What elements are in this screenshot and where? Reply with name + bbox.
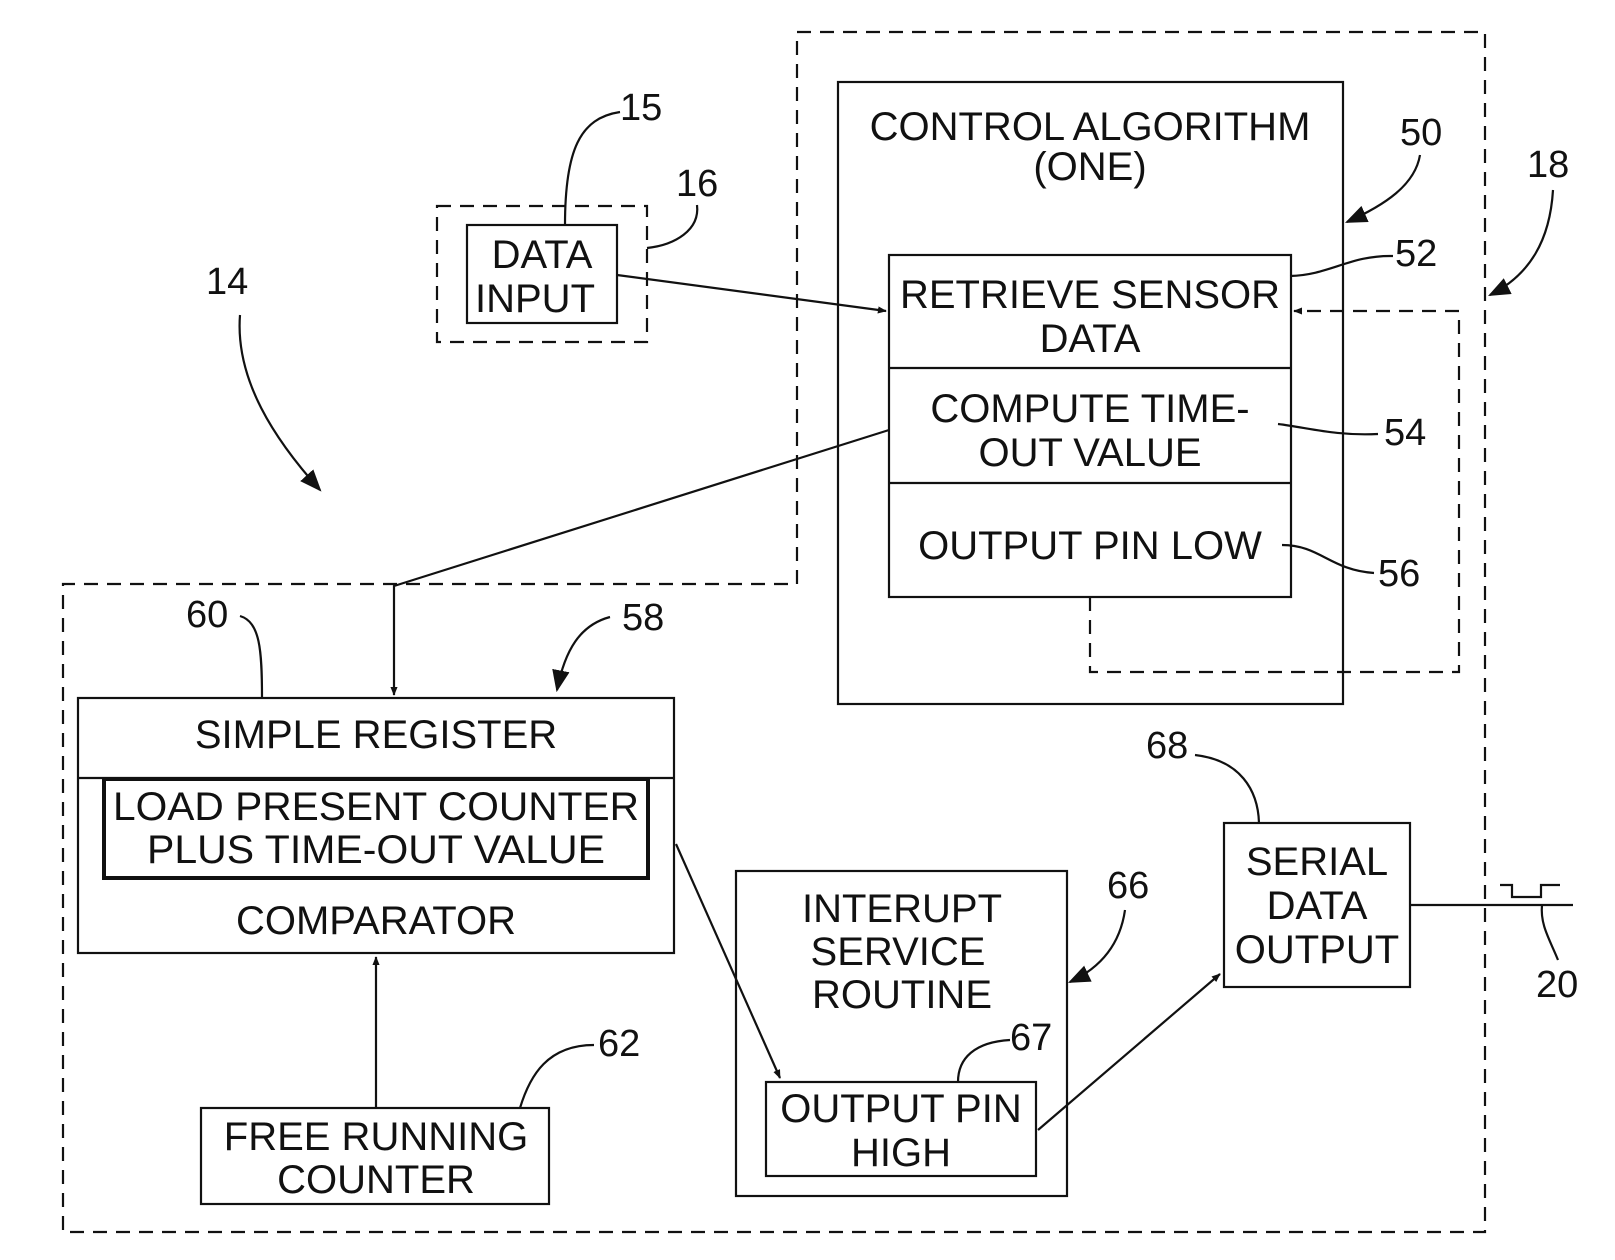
data-input-line2: INPUT (475, 277, 595, 321)
ref-50-pointer-arrow (1347, 155, 1420, 222)
serial-output-line (1410, 885, 1573, 905)
ref-16: 16 (676, 163, 718, 205)
ref-50: 50 (1400, 112, 1442, 154)
ref-56: 56 (1378, 553, 1420, 595)
load-counter-line2: PLUS TIME-OUT VALUE (147, 828, 605, 872)
simple-register-title: SIMPLE REGISTER (195, 713, 557, 757)
control-algorithm-title-line1: CONTROL ALGORITHM (870, 105, 1311, 149)
ref-66-pointer-arrow (1070, 910, 1125, 982)
ref-68: 68 (1146, 725, 1188, 767)
ref-20: 20 (1536, 964, 1578, 1006)
load-counter-line1: LOAD PRESENT COUNTER (113, 785, 639, 829)
free-running-counter-block: FREE RUNNING COUNTER (201, 1108, 549, 1204)
timeout-value-arrow (394, 430, 889, 695)
output-pin-high-line2: HIGH (851, 1131, 951, 1175)
ref-54: 54 (1384, 412, 1426, 454)
serial-data-output-line3: OUTPUT (1235, 928, 1399, 972)
isr-line3: ROUTINE (812, 973, 992, 1017)
step-retrieve-line2: DATA (1040, 317, 1141, 361)
comparator-to-isr-arrow (676, 844, 780, 1078)
ref-18-pointer-arrow (1490, 190, 1553, 295)
ref-67: 67 (1010, 1017, 1052, 1059)
free-running-counter-line1: FREE RUNNING (224, 1115, 528, 1159)
loopback-dashed-arrow (1090, 311, 1459, 672)
ref-58-pointer-arrow (557, 617, 610, 690)
ref-60: 60 (186, 594, 228, 636)
output-pin-high-line1: OUTPUT PIN (780, 1087, 1022, 1131)
serial-data-output-block: SERIAL DATA OUTPUT (1224, 823, 1410, 987)
output-high-to-serial-arrow (1038, 974, 1220, 1130)
ref-66: 66 (1107, 865, 1149, 907)
data-input-line1: DATA (492, 233, 593, 277)
free-running-counter-line2: COUNTER (277, 1158, 475, 1202)
data-input-arrow (617, 275, 886, 311)
isr-line2: SERVICE (811, 930, 986, 974)
step-compute-line1: COMPUTE TIME- (930, 387, 1249, 431)
step-output-pin-low: OUTPUT PIN LOW (918, 524, 1262, 568)
microcontroller-dashed-boundary (63, 32, 1485, 1232)
control-algorithm-title-line2: (ONE) (1033, 145, 1146, 189)
ref-58: 58 (622, 597, 664, 639)
step-retrieve-line1: RETRIEVE SENSOR (900, 273, 1280, 317)
simple-register-block: SIMPLE REGISTER LOAD PRESENT COUNTER PLU… (78, 698, 674, 953)
data-input-block: DATA INPUT (467, 225, 617, 323)
pulse-waveform-icon (1500, 885, 1560, 897)
ref-62: 62 (598, 1023, 640, 1065)
ref-18: 18 (1527, 144, 1569, 186)
step-compute-line2: OUT VALUE (978, 431, 1201, 475)
ref-14-pointer-arrow (240, 315, 320, 490)
serial-data-output-line2: DATA (1267, 884, 1368, 928)
comparator-label: COMPARATOR (236, 899, 516, 943)
ref-52: 52 (1395, 233, 1437, 275)
serial-data-output-line1: SERIAL (1246, 840, 1388, 884)
ref-14: 14 (206, 261, 248, 303)
ref-15: 15 (620, 87, 662, 129)
isr-line1: INTERUPT (802, 887, 1002, 931)
